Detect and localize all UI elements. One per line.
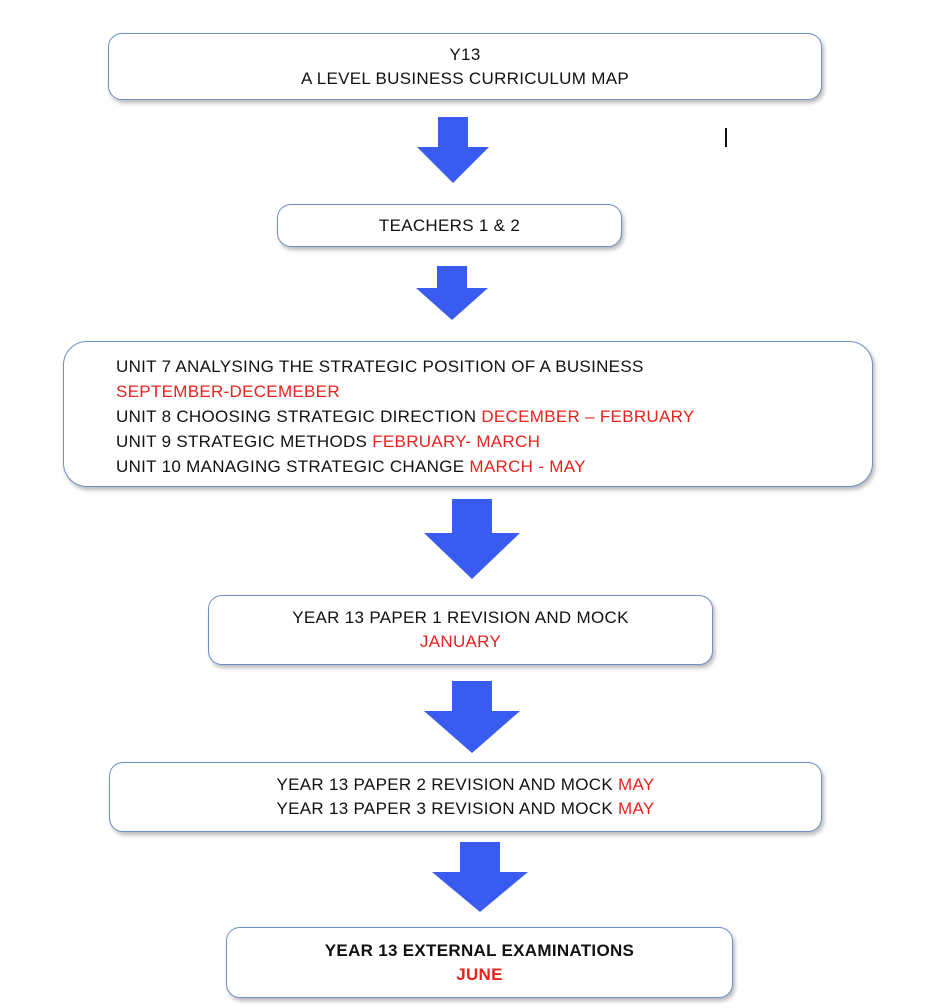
paper1-label: YEAR 13 PAPER 1 REVISION AND MOCK [292,608,629,627]
unit-7-title: UNIT 7 ANALYSING THE STRATEGIC POSITION … [116,357,644,376]
units-box: UNIT 7 ANALYSING THE STRATEGIC POSITION … [63,341,873,487]
paper2-line: YEAR 13 PAPER 2 REVISION AND MOCK MAY [277,773,655,797]
down-arrow-icon [424,681,520,753]
unit-9: UNIT 9 STRATEGIC METHODS FEBRUARY- MARCH [116,429,872,454]
unit-9-dates: FEBRUARY- MARCH [372,432,541,451]
unit-7-dates: SEPTEMBER-DECEMEBER [116,382,340,401]
down-arrow-icon [424,499,520,579]
title-year: Y13 [449,44,481,64]
unit-8: UNIT 8 CHOOSING STRATEGIC DIRECTION DECE… [116,404,872,429]
down-arrow-icon [417,117,489,183]
unit-10-dates: MARCH - MAY [469,457,586,476]
title-subject: A LEVEL BUSINESS CURRICULUM MAP [301,68,629,88]
teachers-label: TEACHERS 1 & 2 [378,215,521,235]
paper3-label: YEAR 13 PAPER 3 REVISION AND MOCK [276,799,613,818]
exams-label: YEAR 13 EXTERNAL EXAMINATIONS [324,940,635,960]
paper3-date: MAY [618,799,655,818]
paper2-label: YEAR 13 PAPER 2 REVISION AND MOCK [276,775,613,794]
title-box: Y13 A LEVEL BUSINESS CURRICULUM MAP [108,33,822,100]
unit-8-title: UNIT 8 CHOOSING STRATEGIC DIRECTION [116,407,477,426]
exams-box: YEAR 13 EXTERNAL EXAMINATIONS JUNE [226,927,733,998]
down-arrow-icon [432,842,528,912]
paper2-date: MAY [618,775,655,794]
unit-9-title: UNIT 9 STRATEGIC METHODS [116,432,368,451]
unit-8-dates: DECEMBER – FEBRUARY [481,407,695,426]
teachers-box: TEACHERS 1 & 2 [277,204,622,247]
papers23-box: YEAR 13 PAPER 2 REVISION AND MOCK MAY YE… [109,762,822,832]
unit-10: UNIT 10 MANAGING STRATEGIC CHANGE MARCH … [116,454,872,479]
unit-7: UNIT 7 ANALYSING THE STRATEGIC POSITION … [116,354,872,404]
paper1-box: YEAR 13 PAPER 1 REVISION AND MOCK JANUAR… [208,595,713,665]
text-cursor [725,128,727,147]
down-arrow-icon [416,266,488,320]
paper1-date: JANUARY [419,632,502,651]
paper3-line: YEAR 13 PAPER 3 REVISION AND MOCK MAY [277,797,655,821]
exams-date: JUNE [456,964,503,984]
unit-10-title: UNIT 10 MANAGING STRATEGIC CHANGE [116,457,465,476]
